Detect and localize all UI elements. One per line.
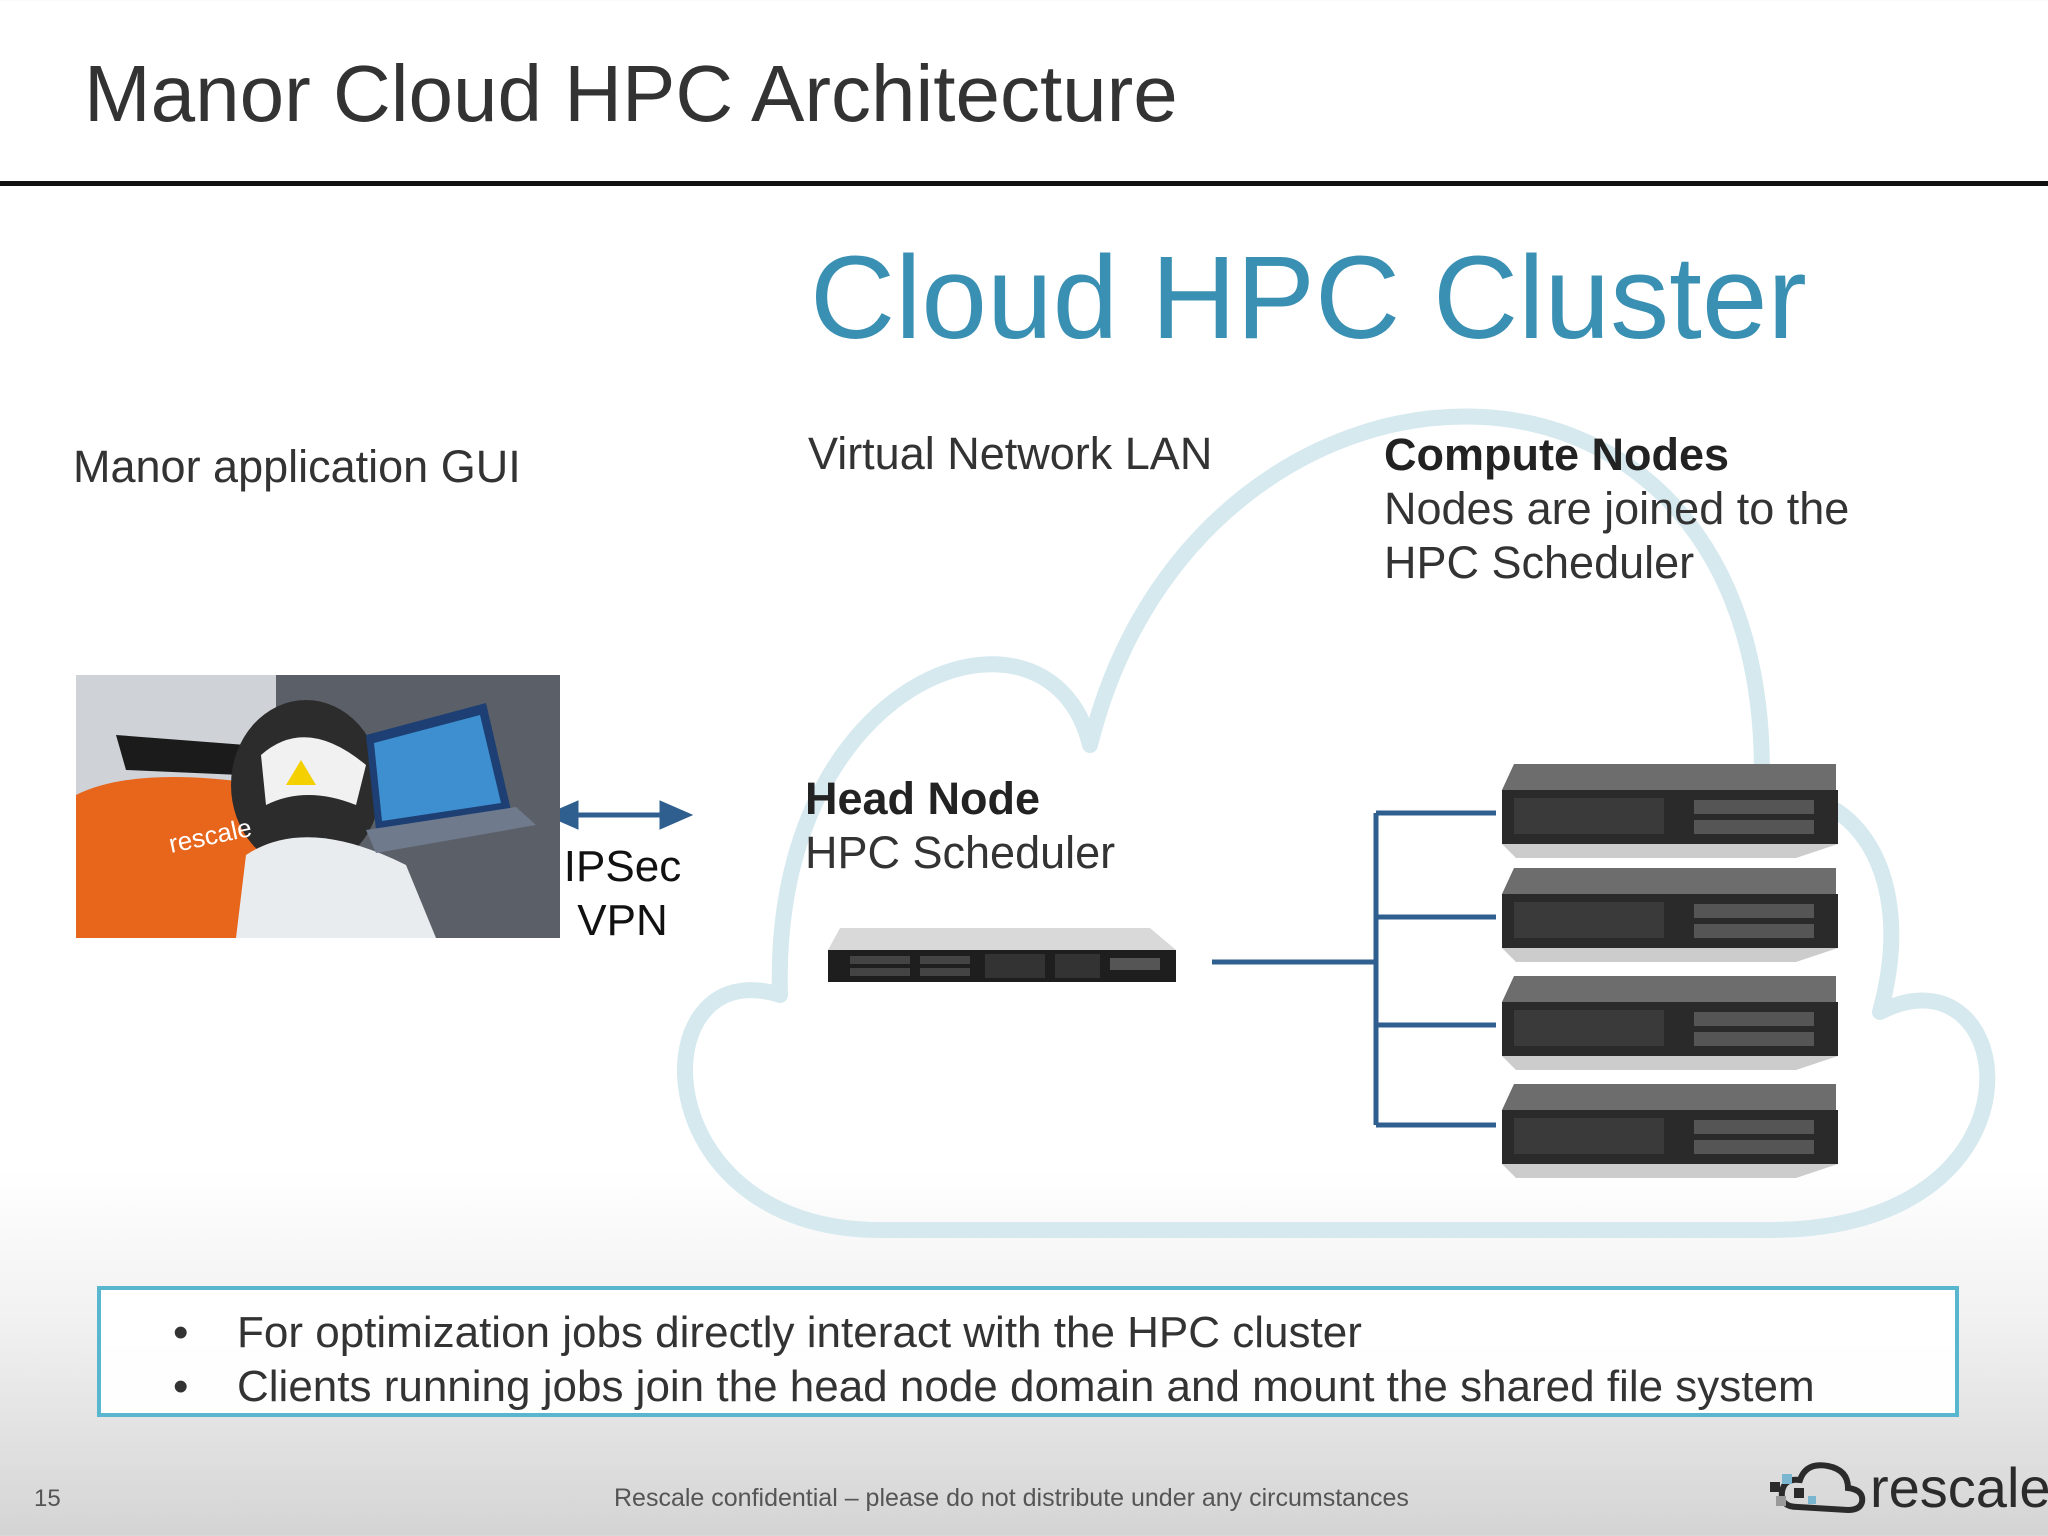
bullet-dot: •: [173, 1308, 189, 1357]
vpn-label: IPSec VPN: [555, 840, 690, 948]
cloud-heading: Cloud HPC Cluster: [810, 232, 1807, 364]
compute-node-server: [1502, 976, 1838, 1070]
head-node-server: [828, 928, 1176, 982]
notes-box: • For optimization jobs directly interact…: [97, 1286, 1959, 1417]
rescale-logo-icon: [1770, 1462, 1866, 1514]
page-number: 15: [34, 1485, 61, 1512]
lan-label: Virtual Network LAN: [808, 428, 1213, 479]
compute-nodes-desc-line2: HPC Scheduler: [1384, 537, 1695, 588]
rescale-logo-text: rescale: [1870, 1456, 2048, 1519]
compute-nodes-label: Compute Nodes Nodes are joined to the HP…: [1384, 428, 1849, 590]
compute-node-server: [1502, 868, 1838, 962]
list-item-text: For optimization jobs directly interact …: [237, 1308, 1362, 1357]
vpn-arrow: [544, 800, 694, 830]
engineer-laptop-photo: rescale: [76, 675, 560, 938]
bullet-dot: •: [173, 1362, 189, 1411]
compute-nodes-desc-line1: Nodes are joined to the: [1384, 483, 1850, 534]
photo-illustration: rescale: [76, 675, 560, 938]
slide-title: Manor Cloud HPC Architecture: [84, 49, 1178, 138]
compute-node-server: [1502, 1084, 1838, 1178]
list-item: • For optimization jobs directly interact…: [101, 1306, 1815, 1360]
head-node-desc: HPC Scheduler: [805, 827, 1116, 878]
head-node-label: Head Node HPC Scheduler: [805, 772, 1115, 880]
compute-node-server: [1502, 764, 1838, 858]
compute-nodes-title: Compute Nodes: [1384, 429, 1730, 480]
confidentiality-note: Rescale confidential – please do not dis…: [614, 1484, 1409, 1512]
list-item: • Clients running jobs join the head node…: [101, 1360, 1815, 1414]
head-node-title: Head Node: [805, 773, 1041, 824]
cluster-connector: [1212, 810, 1496, 1128]
vpn-label-line1: IPSec: [563, 842, 682, 891]
title-divider: [0, 181, 2048, 186]
notes-list: • For optimization jobs directly interact…: [101, 1306, 1815, 1414]
vpn-label-line2: VPN: [577, 896, 668, 945]
gui-label: Manor application GUI: [73, 441, 521, 492]
list-item-text: Clients running jobs join the head node …: [237, 1362, 1815, 1411]
